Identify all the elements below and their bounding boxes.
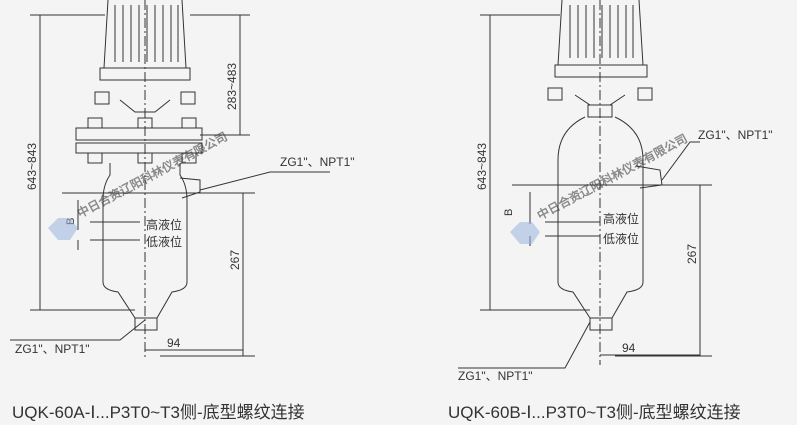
- left-high-level: 高液位: [146, 217, 182, 232]
- left-body: [102, 163, 201, 331]
- right-body: [557, 116, 663, 331]
- left-caption: UQK-60A-Ⅰ...P3T0~T3侧-底型螺纹连接: [12, 403, 305, 422]
- right-conn-bottom: ZG1"、NPT1": [458, 369, 533, 383]
- left-low-level: 低液位: [146, 234, 182, 249]
- right-low-level: 低液位: [603, 231, 639, 246]
- right-conn-side: ZG1"、NPT1": [698, 128, 773, 142]
- right-dim-body: 267: [685, 244, 699, 264]
- right-dim-b: B: [503, 209, 515, 216]
- left-dim-total: 643~843: [25, 143, 39, 190]
- right-caption: UQK-60B-Ⅰ...P3T0~T3侧-底型螺纹连接: [448, 403, 741, 422]
- left-dimensions: [10, 14, 330, 357]
- left-conn-side: ZG1"、NPT1": [280, 155, 355, 169]
- right-dim-width: 94: [622, 341, 636, 355]
- left-dim-width: 94: [167, 336, 181, 350]
- left-drawing: 643~843 283~483 267 94 B 高液位 低液位 ZG1"、NP…: [10, 0, 355, 360]
- right-drawing: 643~843 267 94 B 高液位 低液位 ZG1"、NPT1" ZG1"…: [458, 0, 773, 383]
- watermark-text: 中日合资辽阳科林仪表有限公司: [74, 129, 229, 221]
- left-dim-head: 283~483: [225, 63, 239, 110]
- left-conn-bottom: ZG1"、NPT1": [15, 342, 90, 356]
- right-dim-total: 643~843: [475, 143, 489, 190]
- left-dim-body: 267: [228, 250, 242, 270]
- right-high-level: 高液位: [603, 211, 639, 226]
